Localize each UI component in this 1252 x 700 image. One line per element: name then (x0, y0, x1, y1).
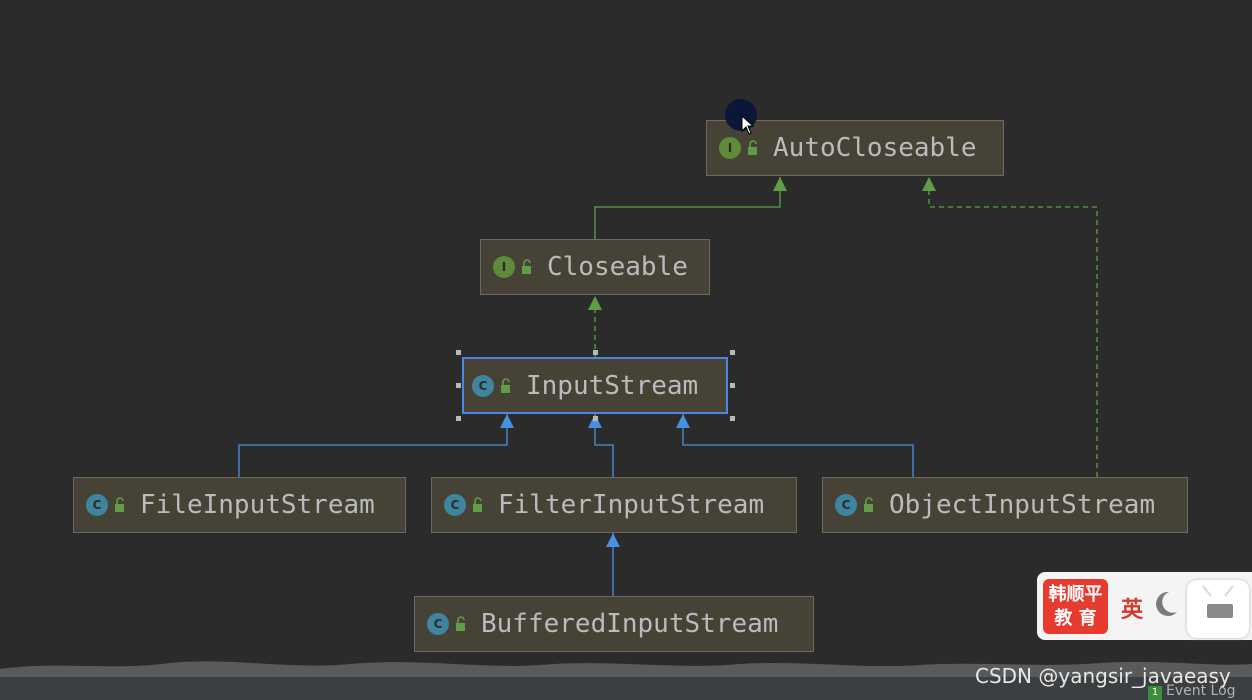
edge-fileinputstream-inputstream (238, 414, 508, 477)
node-label: Closeable (547, 252, 688, 282)
event-log-count: 1 (1148, 686, 1162, 700)
unlocked-icon (864, 497, 873, 512)
interface-icon: I (493, 256, 515, 278)
unlocked-icon (522, 259, 531, 274)
selection-handle-top-center[interactable] (593, 350, 598, 355)
unlocked-icon (748, 140, 757, 155)
arrowhead-inputstream-right (676, 414, 690, 428)
edge-objectinputstream-autocloseable (928, 177, 1098, 477)
edge-objectinputstream-inputstream (682, 414, 914, 477)
arrowhead-inputstream-center (588, 414, 602, 428)
arrowhead-closeable (588, 296, 602, 310)
node-label: FilterInputStream (498, 490, 765, 520)
arrowhead-inputstream-left (500, 414, 514, 428)
node-label: ObjectInputStream (889, 490, 1156, 520)
node-label: BufferedInputStream (481, 609, 779, 639)
event-log-label: Event Log (1166, 683, 1236, 699)
class-icon: C (835, 494, 857, 516)
arrowhead-filterinputstream (606, 533, 620, 547)
selection-handle-middle-right[interactable] (730, 383, 735, 388)
bottom-edge-decoration (0, 661, 1252, 700)
class-icon: C (472, 374, 494, 397)
unlocked-icon (501, 377, 510, 393)
node-bufferedinputstream[interactable]: C BufferedInputStream (414, 596, 814, 652)
node-filterinputstream[interactable]: C FilterInputStream (431, 477, 797, 533)
arrowhead-autocloseable-right (922, 177, 936, 191)
selection-handle-top-right[interactable] (730, 350, 735, 355)
node-label: FileInputStream (140, 490, 375, 520)
ime-language-toggle[interactable]: 英 (1121, 598, 1144, 623)
selection-handle-top-left[interactable] (456, 350, 461, 355)
selection-handle-bottom-left[interactable] (456, 416, 461, 421)
node-label: InputStream (526, 370, 699, 401)
node-closeable[interactable]: I Closeable (480, 239, 710, 295)
moon-icon[interactable] (1153, 590, 1179, 618)
selection-handle-bottom-center[interactable] (593, 416, 598, 421)
class-icon: C (427, 613, 449, 635)
class-icon: C (86, 494, 108, 516)
mouse-pointer-icon (741, 115, 755, 135)
node-objectinputstream[interactable]: C ObjectInputStream (822, 477, 1188, 533)
ime-logo-line1: 韩顺平 (1048, 583, 1103, 605)
edge-closeable-autocloseable (594, 177, 781, 239)
node-label: AutoCloseable (773, 133, 977, 163)
watermark: CSDN @yangsir_javaeasy (975, 664, 1231, 688)
event-log-button[interactable]: 1 Event Log (1148, 683, 1236, 700)
selection-handle-bottom-right[interactable] (730, 416, 735, 421)
unlocked-icon (456, 616, 465, 631)
class-icon: C (444, 494, 466, 516)
node-inputstream[interactable]: C InputStream (462, 357, 728, 414)
node-autocloseable[interactable]: I AutoCloseable (706, 120, 1004, 176)
interface-icon: I (719, 137, 741, 159)
keyboard-icon[interactable] (1187, 580, 1249, 638)
selection-handle-middle-left[interactable] (456, 383, 461, 388)
unlocked-icon (115, 497, 124, 512)
arrowhead-autocloseable-left (773, 177, 787, 191)
edge-filterinputstream-inputstream (594, 414, 614, 477)
ime-logo-line2: 教 育 (1054, 607, 1097, 629)
keyboard-glyph-icon (1202, 585, 1234, 618)
ime-logo: 韩顺平 教 育 (1043, 579, 1108, 634)
node-fileinputstream[interactable]: C FileInputStream (73, 477, 406, 533)
unlocked-icon (473, 497, 482, 512)
ime-toolbar[interactable]: 韩顺平 教 育 英 (1037, 572, 1252, 640)
